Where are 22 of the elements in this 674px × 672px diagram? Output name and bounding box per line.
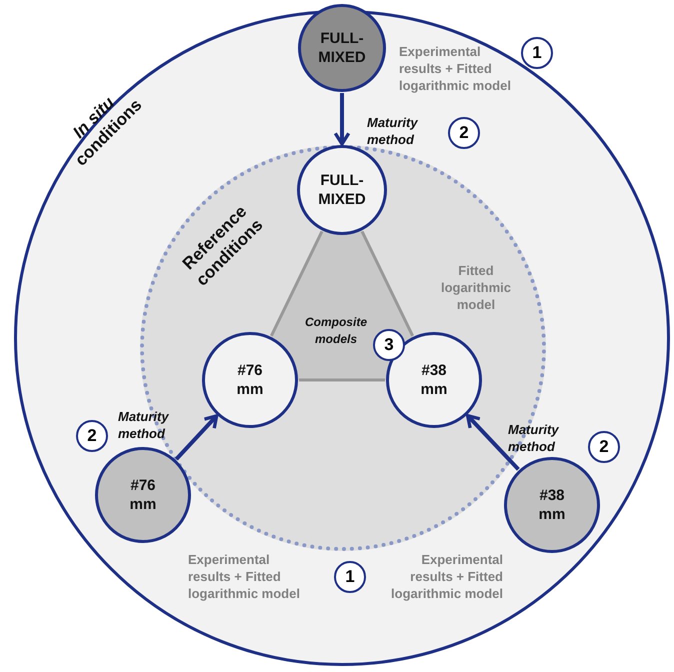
arrow [334,93,350,146]
edge-label: Maturity method [508,421,560,455]
annotation-text: Fitted logarithmic model [440,262,512,313]
node-note: Experimental results + Fitted logarithmic model [390,551,503,602]
region-title: Composite models [304,314,368,348]
connector-line [299,378,385,382]
arrow [174,414,218,460]
node-label: #76 mm [128,476,158,514]
node-label: FULL- MIXED [317,29,367,67]
node-label: FULL- MIXED [317,171,367,209]
callout-number: 1 [521,37,553,69]
node-label: #38 mm [538,486,566,524]
node-label: #76 mm [236,361,264,399]
connector-line [360,230,414,337]
node-label: #38 mm [420,361,448,399]
edge-label: Maturity method [118,408,170,442]
arrow [466,414,520,471]
node-note: Experimental results + Fitted logarithmic model [399,43,512,94]
connector-line [270,230,324,337]
sample-circle [504,457,600,553]
edge-label: Maturity method [367,114,419,148]
node-note: Experimental results + Fitted logarithmic model [188,551,301,602]
